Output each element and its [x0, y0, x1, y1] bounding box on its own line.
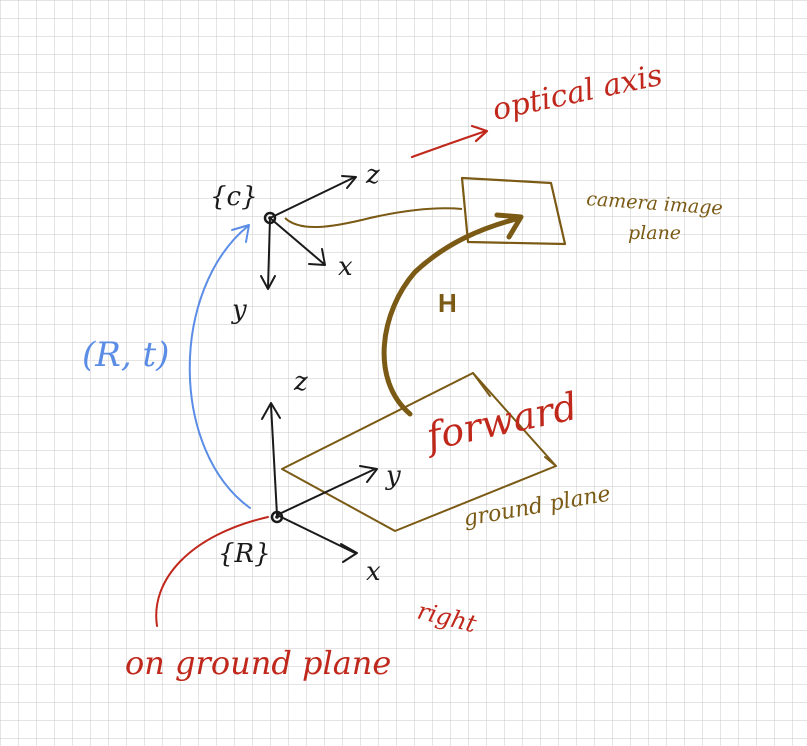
camera-y-axis: [260, 217, 276, 290]
camera-origin-point: [263, 211, 277, 225]
optical-axis-arrow: [410, 124, 489, 159]
camera-image-plane-label-line2: plane: [628, 222, 681, 244]
rotation-translation-label: (R, t): [82, 335, 169, 375]
frame-r-label: {R}: [218, 539, 271, 569]
robot-x-label: x: [366, 557, 381, 587]
frame-c-label: {c}: [210, 182, 258, 212]
camera-y-label: y: [231, 295, 247, 325]
robot-x-axis: [276, 514, 358, 563]
robot-z-axis: [261, 402, 281, 516]
robot-y-label: y: [385, 461, 401, 491]
camera-image-plane: [460, 176, 567, 246]
camera-x-label: x: [338, 252, 353, 282]
on-ground-plane-pointer: [155, 516, 269, 627]
camera-z-label: z: [365, 160, 380, 190]
camera-x-axis: [269, 217, 326, 266]
robot-origin-point: [270, 510, 284, 524]
rotation-translation-arrow: [188, 224, 251, 509]
homography-label: H: [438, 288, 457, 318]
image-plane-connector: [284, 207, 463, 228]
camera-z-axis: [269, 175, 357, 219]
robot-z-label: z: [293, 367, 308, 397]
ground-plane-corner-mark: [472, 372, 557, 467]
on-ground-plane-label: on ground plane: [125, 644, 391, 682]
homography-arrow: [381, 212, 524, 417]
robot-y-axis: [276, 465, 378, 516]
